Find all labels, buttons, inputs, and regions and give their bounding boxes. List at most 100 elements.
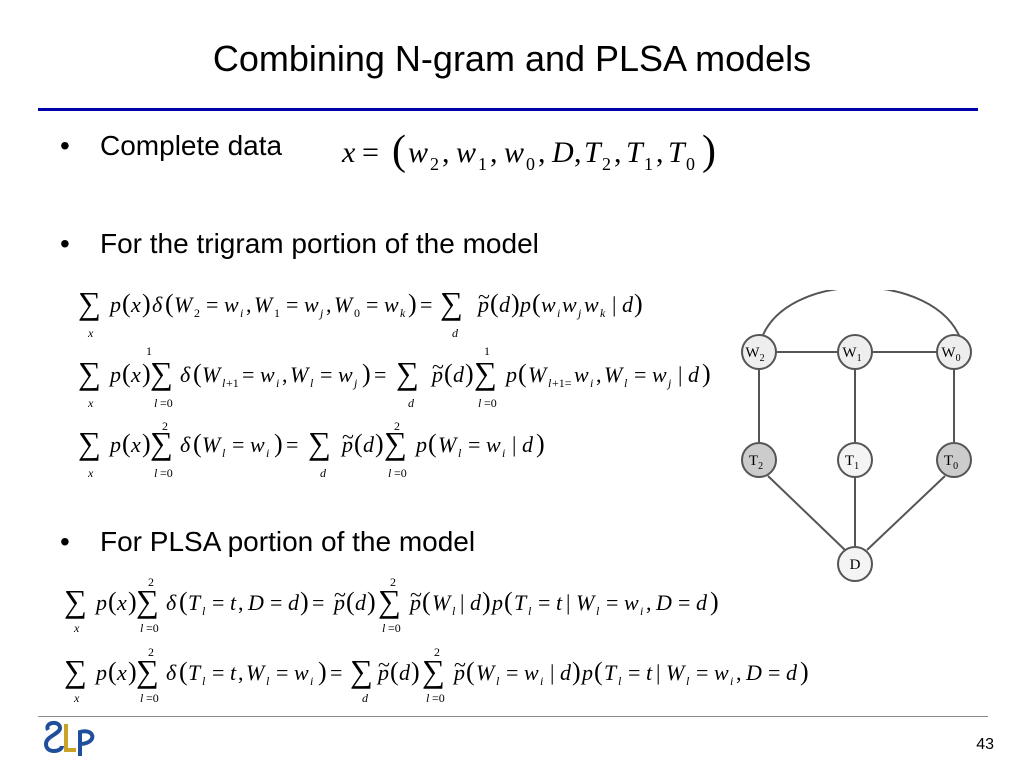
svg-text:l: l [686,674,690,688]
svg-text:=: = [468,432,480,457]
svg-text:p: p [452,660,465,685]
svg-text:x: x [87,326,94,340]
bullet-symbol: • [60,228,70,259]
svg-text:): ) [702,128,716,174]
svg-text:2: 2 [602,154,611,174]
svg-text:): ) [710,587,719,616]
svg-text:(: ( [193,359,202,388]
svg-text:d: d [696,590,708,615]
svg-text:,: , [538,136,546,169]
svg-text:w: w [408,136,428,169]
svg-text:~: ~ [410,582,422,607]
svg-text:k: k [400,306,406,320]
svg-text:|: | [460,590,464,615]
svg-text:x: x [87,396,94,410]
svg-text:W: W [576,590,596,615]
bullet-symbol: • [60,526,70,557]
svg-text:=: = [538,590,550,615]
svg-text:∑: ∑ [396,355,419,391]
svg-text:w: w [384,292,399,317]
svg-text:): ) [274,429,283,458]
svg-text:t: t [230,660,237,685]
svg-text:w: w [304,292,319,317]
svg-text:T: T [604,660,618,685]
svg-text:=: = [212,660,224,685]
svg-text:,: , [442,136,450,169]
svg-text:t: t [646,660,653,685]
svg-text:): ) [465,359,474,388]
bullet-trigram: •For the trigram portion of the model [60,228,539,260]
svg-text:~: ~ [432,354,444,379]
svg-text:p: p [414,432,427,457]
svg-text:(: ( [392,128,406,174]
svg-text:~: ~ [378,652,390,677]
svg-text:(: ( [346,587,355,616]
svg-text:d: d [408,396,415,410]
svg-text:∑: ∑ [440,285,463,321]
svg-text:w: w [456,136,476,169]
svg-text:k: k [600,306,606,320]
svg-text:d: d [499,292,511,317]
svg-text:δ: δ [180,432,191,457]
svg-text:w: w [652,362,667,387]
svg-text:=: = [276,660,288,685]
slp-logo [43,721,95,756]
svg-text:(: ( [179,657,188,686]
svg-text:): ) [511,289,520,318]
svg-text:l: l [222,446,226,460]
node-d [837,546,873,582]
svg-text:p: p [94,590,107,615]
svg-text:j: j [576,306,582,320]
svg-text:1: 1 [146,344,152,358]
svg-text:T: T [188,660,202,685]
svg-text:=0: =0 [388,621,401,635]
svg-text:l: l [202,604,206,618]
svg-text:i: i [240,306,243,320]
svg-text:2: 2 [394,419,400,433]
page-number: 43 [976,736,994,753]
node-t0 [936,442,972,478]
svg-text:w: w [714,660,729,685]
svg-text:p: p [108,362,121,387]
svg-text:∑: ∑ [136,583,159,619]
node-w2 [741,334,777,370]
svg-text:,: , [282,362,288,387]
svg-text:w: w [562,292,577,317]
svg-text:(: ( [165,289,174,318]
svg-text:1: 1 [478,154,487,174]
logo-s-shape [43,721,64,753]
svg-text:∑: ∑ [150,425,173,461]
svg-text:2: 2 [162,419,168,433]
svg-text:=0: =0 [146,691,159,705]
node-t2 [741,442,777,478]
svg-text:x: x [116,590,127,615]
title-underline [38,108,978,111]
svg-text:x: x [341,136,356,169]
svg-text:∑: ∑ [78,425,101,461]
svg-text:2: 2 [430,154,439,174]
svg-text:d: d [470,590,482,615]
svg-text:): ) [482,587,491,616]
svg-text:0: 0 [526,154,535,174]
svg-text:W: W [528,362,548,387]
svg-text:x: x [130,362,141,387]
svg-text:): ) [408,289,417,318]
svg-text:i: i [640,604,643,618]
svg-text:D: D [551,136,574,169]
svg-text:2: 2 [434,645,440,659]
svg-text:W: W [254,292,274,317]
svg-text:p: p [504,362,517,387]
svg-text:l: l [478,396,482,410]
svg-text:∑: ∑ [136,653,159,689]
svg-text:p: p [490,590,503,615]
svg-text:p: p [376,660,389,685]
svg-text:): ) [142,359,151,388]
svg-text:l: l [618,674,622,688]
svg-text:D: D [247,590,264,615]
svg-text:W: W [202,432,222,457]
svg-text:W: W [604,362,624,387]
svg-text:,: , [238,590,244,615]
svg-text:d: d [688,362,700,387]
